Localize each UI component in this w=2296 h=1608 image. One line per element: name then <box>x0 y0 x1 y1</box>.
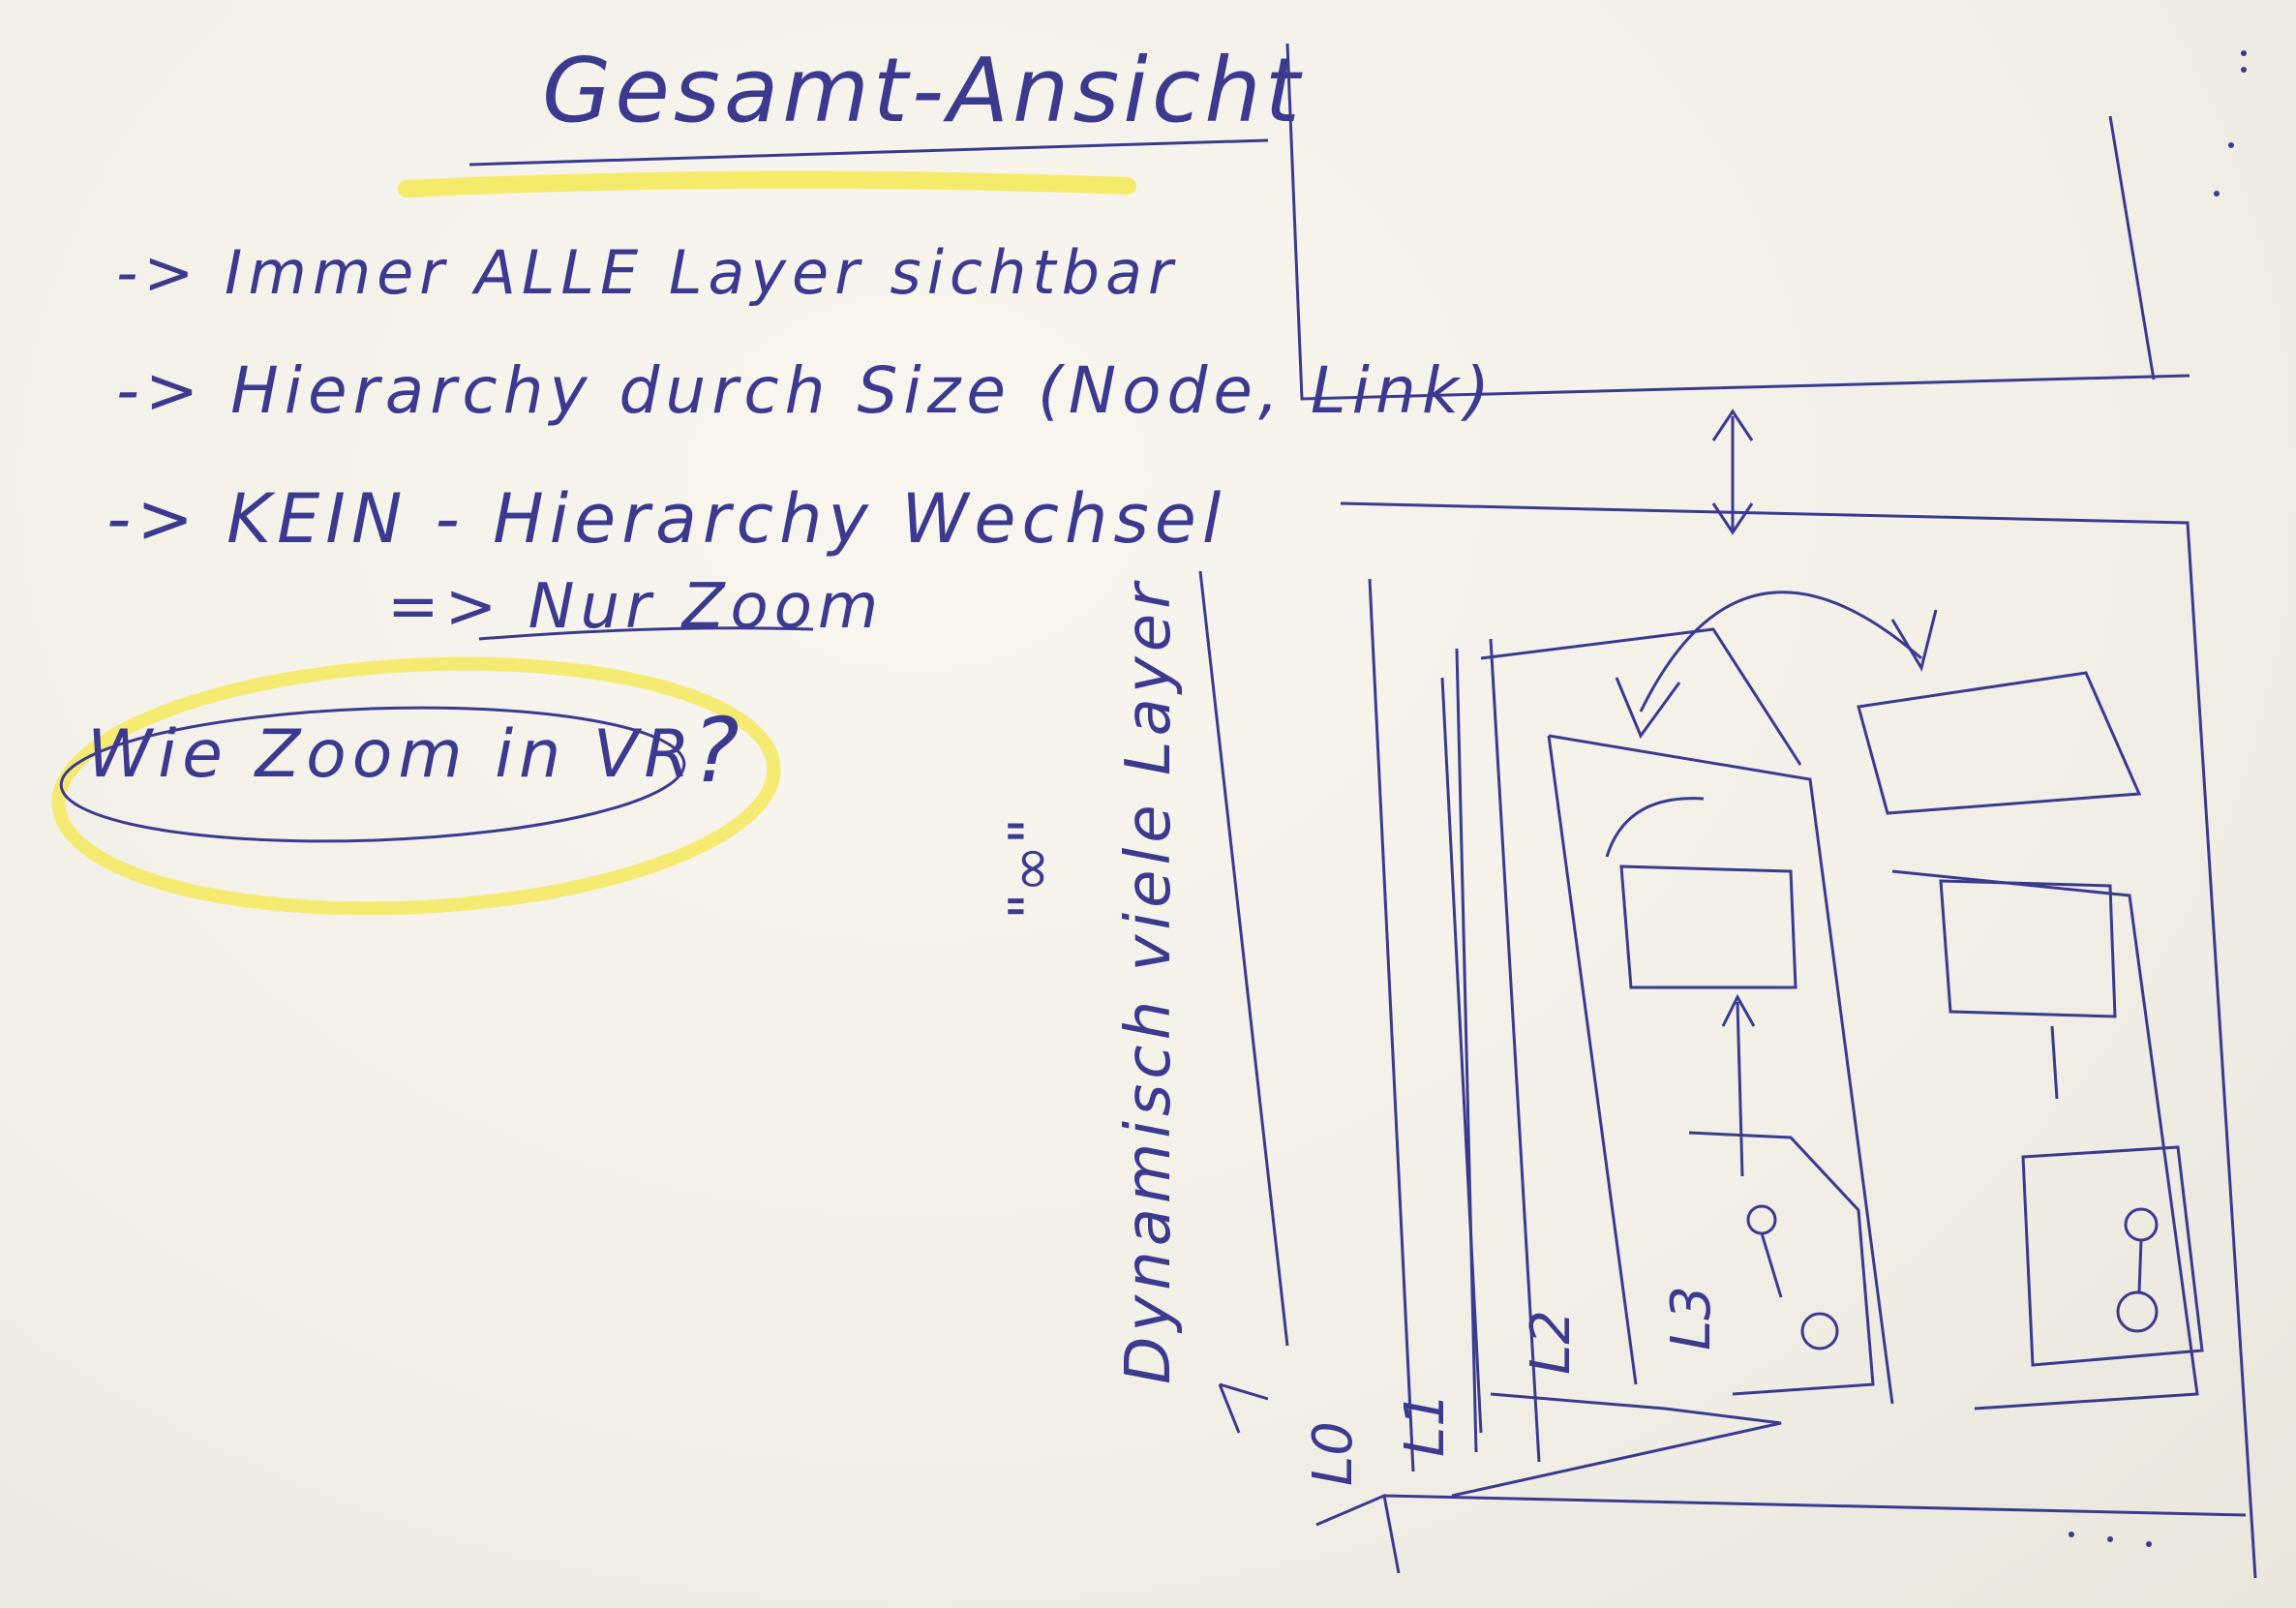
layer-label-l3: L3 <box>1660 1286 1723 1350</box>
layer-view-frame <box>1340 501 2257 1579</box>
question-circle <box>59 706 686 843</box>
vertical-layer-label: Dynamisch viele Layer <box>1113 578 1185 1384</box>
layer-label-l1: L1 <box>1394 1392 1457 1457</box>
node-circle <box>1800 1312 1839 1350</box>
question-highlight <box>51 656 781 916</box>
page-title: Gesamt-Ansicht <box>542 39 1304 142</box>
node-circle <box>2124 1207 2159 1242</box>
layer-label-l2: L2 <box>1520 1310 1583 1375</box>
nur-zoom-underline <box>478 626 814 641</box>
layer-label-l0: L0 <box>1302 1421 1365 1486</box>
title-highlight <box>398 170 1136 197</box>
view-switch-arrow <box>1711 409 1754 535</box>
note-line: -> Hierarchy durch Size (Node, Link) <box>116 353 1495 428</box>
top-view-box <box>1285 43 2190 401</box>
note-line: -> KEIN - Hierarchy Wechsel <box>106 479 1227 559</box>
title-underline <box>468 138 1269 167</box>
node-circle <box>2116 1290 2159 1333</box>
node-circle <box>1746 1204 1777 1235</box>
infinity-label: "∞" <box>997 817 1065 920</box>
note-line: -> Immer ALLE Layer sichtbar <box>116 237 1179 308</box>
question-text: Wie Zoom in VR <box>87 716 696 793</box>
question-mark: ? <box>692 699 740 803</box>
note-line: => Nur Zoom <box>387 571 885 643</box>
